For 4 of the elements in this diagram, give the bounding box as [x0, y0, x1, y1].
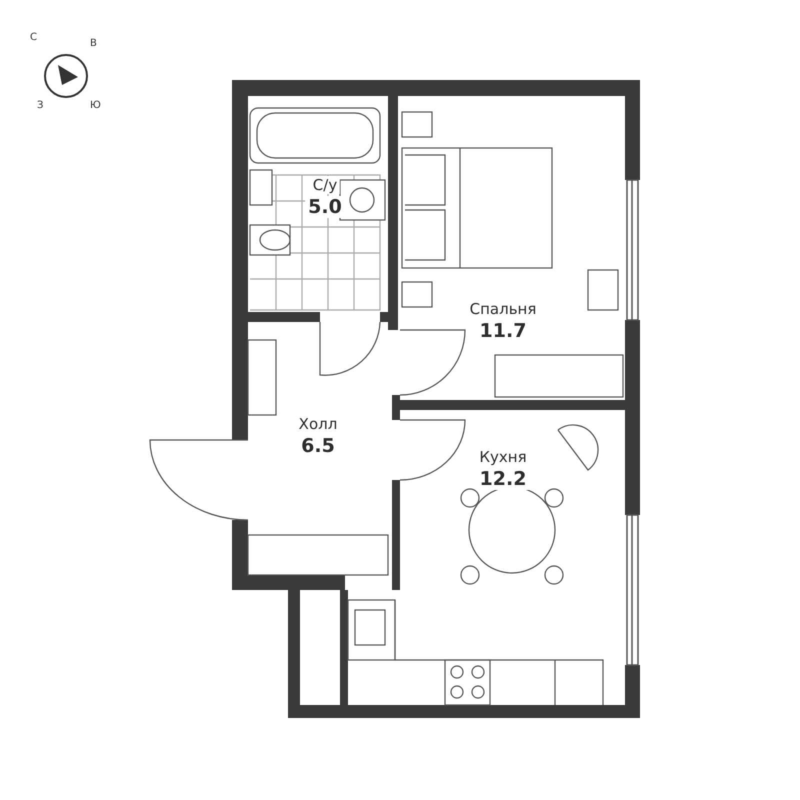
compass-letter: Ю — [90, 100, 101, 111]
compass-letter: З — [37, 100, 44, 111]
compass-letter: В — [90, 38, 97, 49]
compass-letter: С — [30, 32, 37, 43]
